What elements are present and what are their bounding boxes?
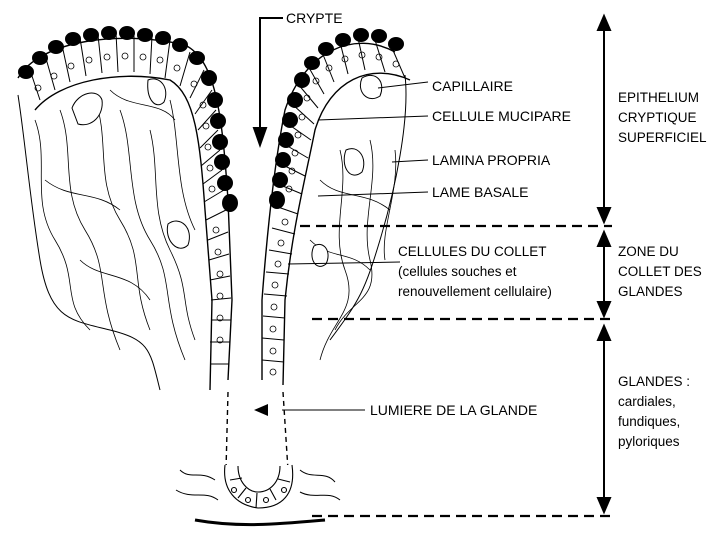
epithelium-line3: SUPERFICIEL [618, 128, 707, 148]
label-cellules-collet: CELLULES DU COLLET (cellules souches et … [398, 242, 552, 302]
collet-line3: GLANDES [618, 282, 702, 302]
left-nuclei [35, 53, 223, 343]
zone-glandes-label: GLANDES : cardiales, fundiques, pyloriqu… [618, 372, 690, 452]
glandes-line2: cardiales, [618, 392, 690, 412]
epithelium-line2: CRYPTIQUE [618, 108, 707, 128]
label-crypte: CRYPTE [286, 10, 343, 27]
glandes-line3: fundiques, [618, 412, 690, 432]
right-mucous-caps [269, 28, 404, 209]
label-lamina-propria: LAMINA PROPRIA [432, 152, 550, 169]
gland-lumen [226, 392, 288, 470]
gland-base [225, 465, 293, 508]
lumiere-arrowhead [254, 404, 268, 416]
glandes-line4: pyloriques [618, 432, 690, 452]
crypte-arrow [254, 18, 283, 145]
zone-collet-label: ZONE DU COLLET DES GLANDES [618, 242, 702, 302]
label-capillaire: CAPILLAIRE [432, 78, 513, 95]
cellules-collet-line3: renouvellement cellulaire) [398, 282, 552, 302]
epithelium-line1: EPITHELIUM [618, 88, 707, 108]
collet-line1: ZONE DU [618, 242, 702, 262]
glandes-line1: GLANDES : [618, 372, 690, 392]
label-lame-basale: LAME BASALE [432, 184, 529, 201]
left-cells [30, 33, 231, 364]
label-lumiere: LUMIERE DE LA GLANDE [370, 402, 537, 419]
zone-epithelium-label: EPITHELIUM CRYPTIQUE SUPERFICIEL [618, 88, 707, 148]
label-cellule-mucipare: CELLULE MUCIPARE [432, 108, 571, 125]
capillaries [72, 75, 382, 266]
zone-arrows [598, 16, 610, 512]
cellules-collet-line1: CELLULES DU COLLET [398, 242, 552, 262]
collet-line2: COLLET DES [618, 262, 702, 282]
cellules-collet-line2: (cellules souches et [398, 262, 552, 282]
